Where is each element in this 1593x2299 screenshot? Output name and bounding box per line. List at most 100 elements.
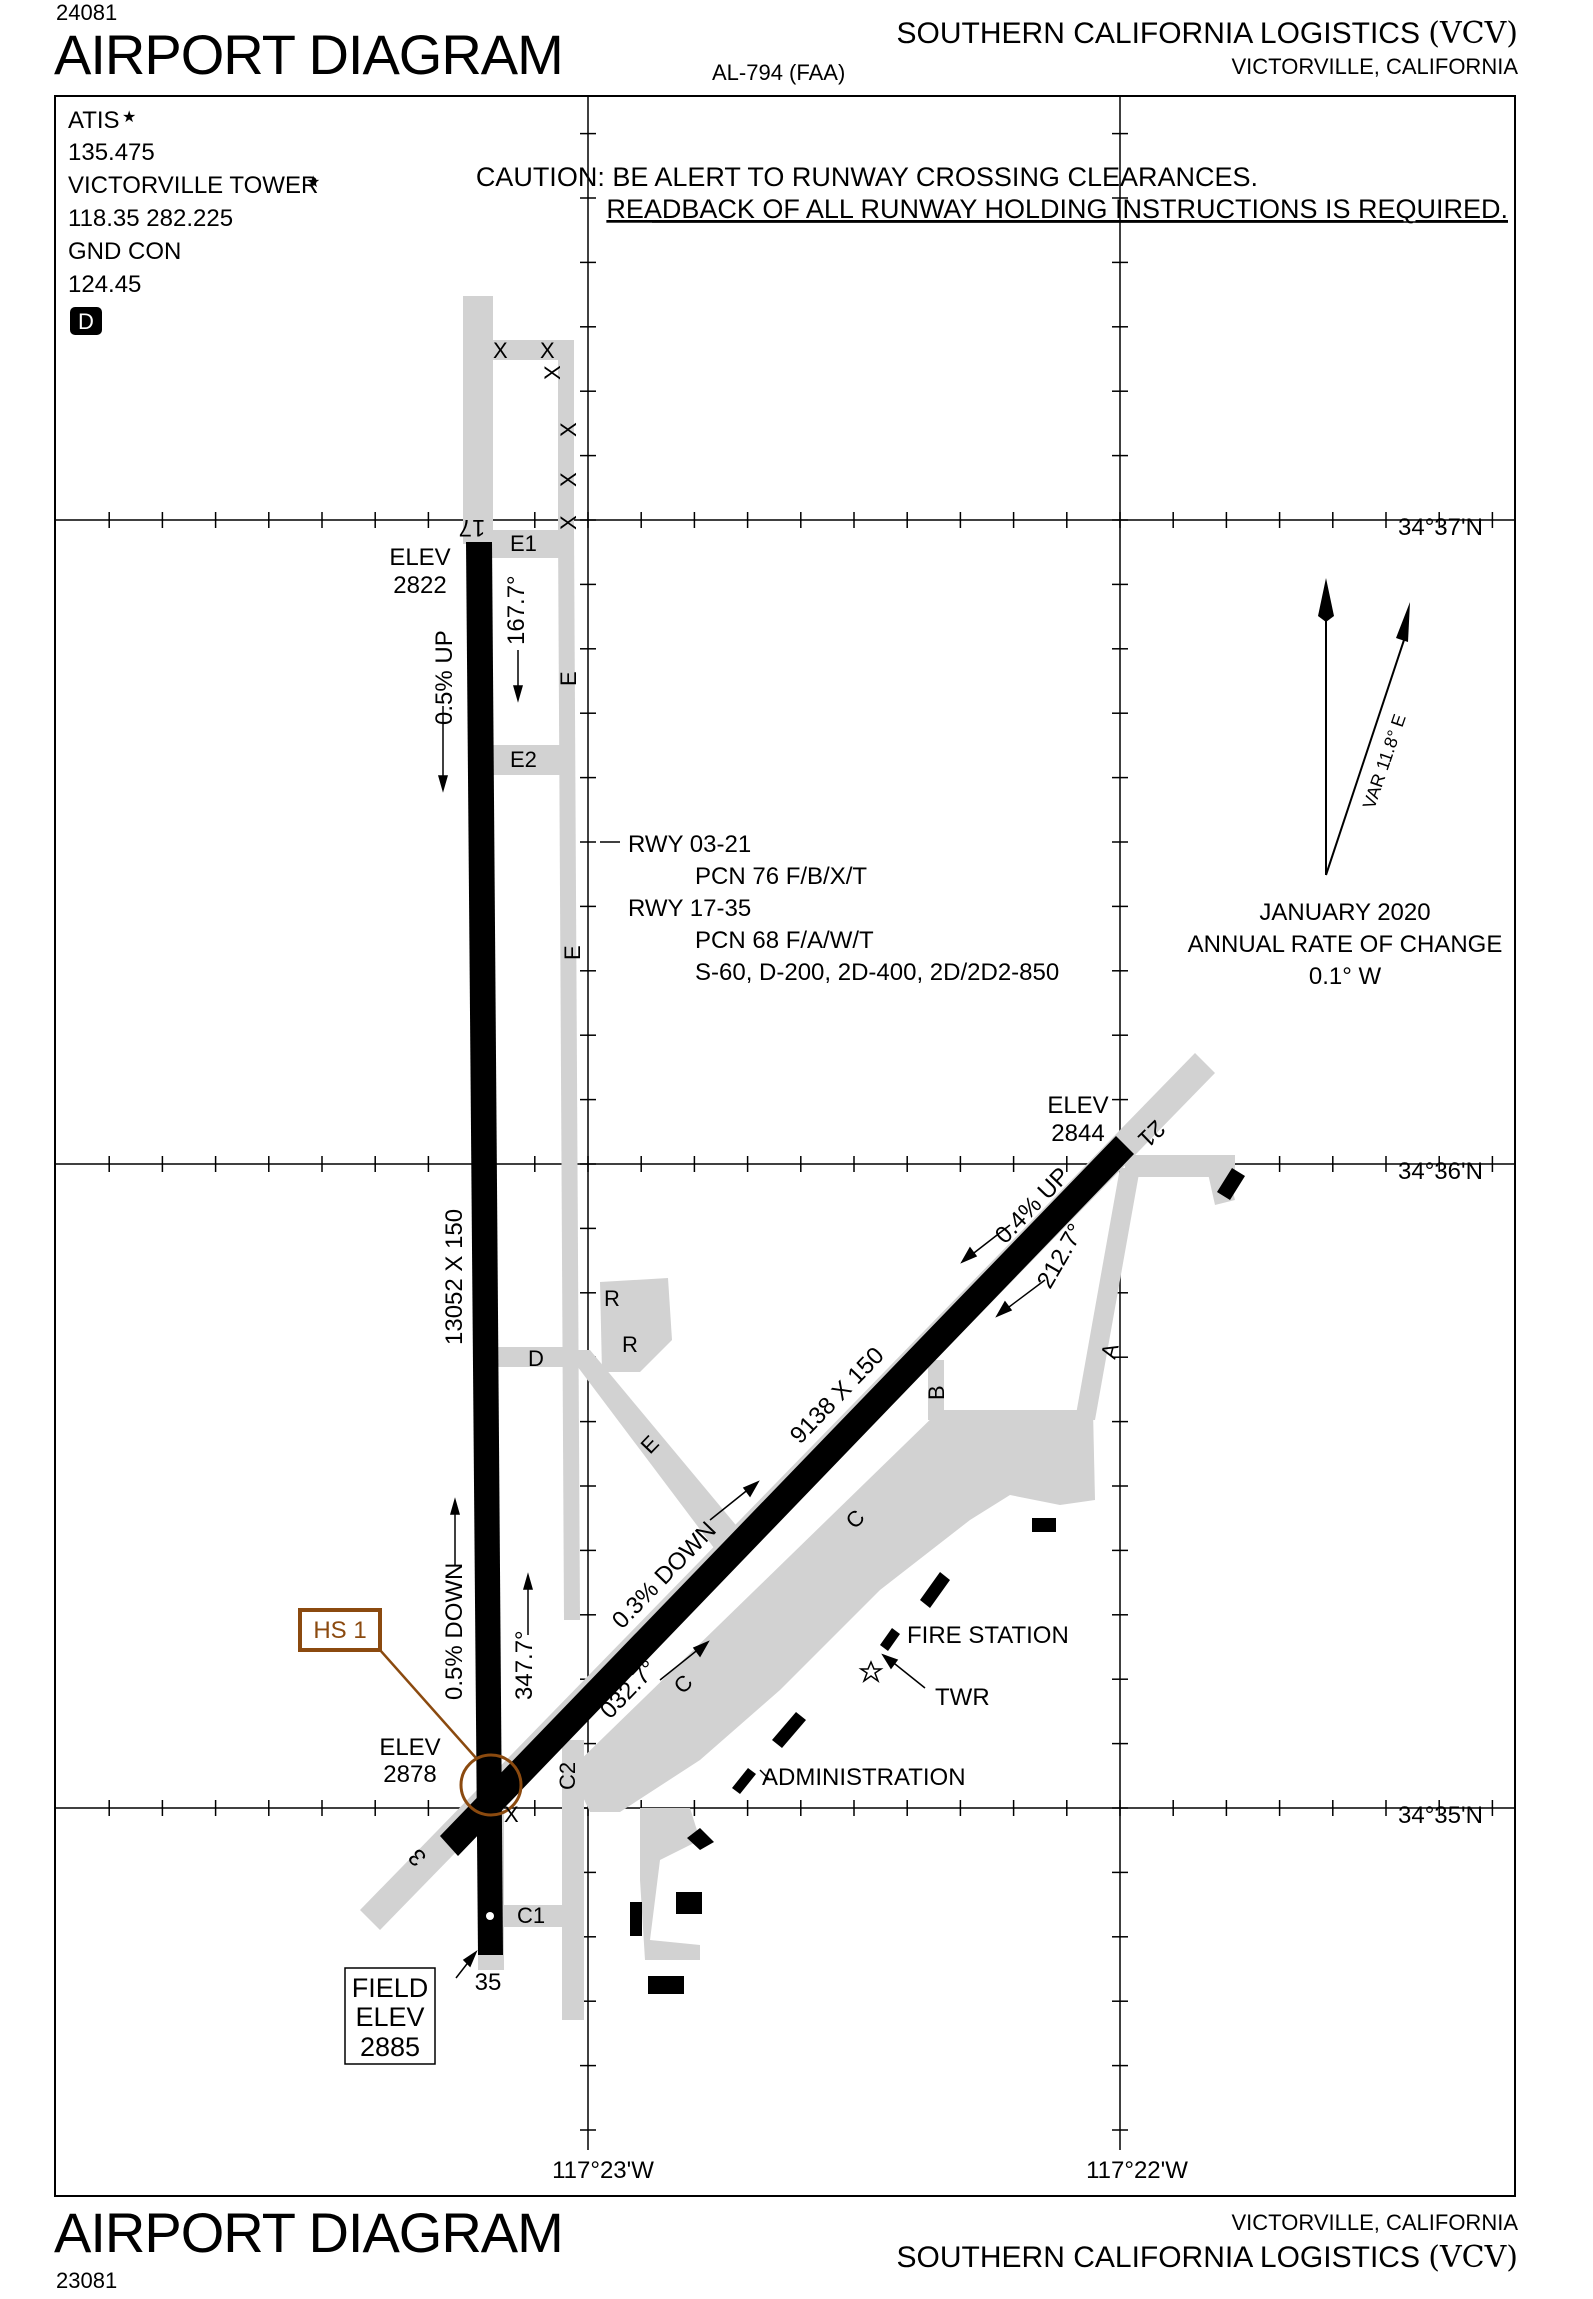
field-elev-value: 2885	[360, 2032, 420, 2062]
elevations: ELEV 2822 ELEV 2844 ELEV 2878 FIELD ELEV…	[344, 544, 1109, 2065]
taxiway-label-r1: R	[604, 1286, 620, 1311]
hotspot-label: HS 1	[313, 1617, 366, 1644]
tower-freq: 118.35 282.225	[68, 205, 233, 232]
arrow-slope-ne	[709, 1487, 751, 1521]
taxiway-label-a: A	[1096, 1340, 1124, 1361]
airport-name-text-bottom: SOUTHERN CALIFORNIA LOGISTICS	[896, 2241, 1420, 2274]
hotspot-box	[298, 1608, 382, 1652]
gnd-freq: 124.45	[68, 271, 141, 298]
coordinate-labels: 34°37'N 34°36'N 34°35'N 117°23'W 117°22'…	[552, 514, 1483, 2184]
doc-id: AL-794 (FAA)	[712, 60, 846, 85]
var-label: VAR 11.8° E	[1359, 712, 1410, 812]
taxiway-label-x5: X	[556, 472, 581, 487]
graticule-ticks	[108, 132, 1494, 2131]
taxiway-label-e-mid: E	[560, 945, 585, 960]
page-title-bottom: AIRPORT DIAGRAM	[54, 2201, 564, 2264]
taxiway-a	[1075, 1168, 1140, 1420]
arrow-field-elev-head	[462, 1949, 478, 1968]
arrow-heading-032	[659, 1647, 701, 1681]
magnetic-north-line	[1325, 639, 1405, 876]
building-labels: FIRE STATION TWR ADMINISTRATION	[762, 1622, 1069, 1791]
atis-freq: 135.475	[68, 139, 155, 166]
taxiway-r-pad	[600, 1278, 672, 1372]
taxiway-label-r2: R	[622, 1332, 638, 1357]
taxiway-label-x4: X	[556, 422, 581, 437]
taxiway-c2	[562, 1740, 584, 2020]
runway-35-heading: 347.7°	[511, 1630, 538, 1700]
city-state-top: VICTORVILLE, CALIFORNIA	[1231, 54, 1519, 79]
variation-rate-label: ANNUAL RATE OF CHANGE	[1188, 931, 1503, 958]
runway-03-21[interactable]	[440, 1136, 1134, 1856]
runway-17-35-dims: 13052 X 150	[441, 1209, 468, 1345]
building-c-east	[1032, 1518, 1056, 1532]
elev-17-label: ELEV	[389, 544, 450, 571]
elev-21-label: ELEV	[1047, 1092, 1108, 1119]
runway-17-35[interactable]	[466, 542, 503, 1955]
gnd-label: GND CON	[68, 238, 181, 265]
runway-17-slope: 0.5% UP	[431, 630, 458, 725]
arrow-heading-347-head	[523, 1572, 533, 1590]
apron-c	[570, 1410, 1095, 1812]
runway-end-35: 35	[475, 1969, 502, 1996]
arrow-twr-head	[881, 1653, 899, 1670]
atis-star-icon: ★	[122, 109, 136, 126]
true-north-arrowhead	[1318, 578, 1334, 622]
field-elev-box	[344, 1967, 436, 2065]
lon-label-11723: 117°23'W	[552, 2157, 654, 2184]
rwy-03-21-pcn: PCN 76 F/B/X/T	[695, 863, 867, 890]
rwy-03-21-label: RWY 03-21	[628, 831, 751, 858]
runways	[440, 542, 1134, 1955]
taxiway-e2	[490, 745, 565, 775]
building-ne	[1217, 1168, 1245, 1200]
arrow-slope-ne-head	[742, 1480, 760, 1498]
building-4	[676, 1892, 702, 1914]
arrow-slope-south-head	[450, 1497, 460, 1515]
airport-name-top: SOUTHERN CALIFORNIA LOGISTICS (VCV)	[897, 16, 1518, 51]
threshold-35-marker	[486, 1912, 494, 1920]
arrow-heading-032-head	[692, 1640, 710, 1658]
arrow-heading-212	[1004, 1279, 1046, 1311]
building-admin	[732, 1768, 756, 1794]
chart-number-bottom: 23081	[56, 2268, 118, 2293]
arrow-heading-167-head	[513, 685, 523, 703]
taxiway-e1	[490, 530, 565, 558]
hold-label-x: X	[504, 1802, 519, 1827]
arrow-slope-north-head	[438, 775, 448, 793]
south-apron	[640, 1808, 700, 1960]
elev-03-value: 2878	[383, 1761, 436, 1788]
building-3	[687, 1828, 714, 1850]
label-twr: TWR	[935, 1684, 990, 1711]
rwy17-overrun	[463, 296, 493, 544]
rwy-17-35-pcn: PCN 68 F/A/W/T	[695, 927, 874, 954]
caution-line-2: READBACK OF ALL RUNWAY HOLDING INSTRUCTI…	[606, 194, 1508, 224]
hotspot-leader	[379, 1649, 477, 1759]
taxiway-label-e-north: E	[556, 671, 581, 686]
tower-star-label-icon: ★	[306, 174, 320, 191]
airport-ident-bottom: (VCV)	[1428, 2240, 1518, 2275]
lat-label-3435: 34°35'N	[1398, 1802, 1483, 1829]
elev-21-value: 2844	[1051, 1120, 1104, 1147]
taxiway-e-diagonal	[565, 1350, 740, 1548]
taxiway-x-east	[558, 340, 574, 540]
field-elev-label-1: FIELD	[352, 1973, 429, 2003]
arrow-admin	[759, 1769, 771, 1781]
taxiway-labels: X X X X X X E1 E2 E E D R R E C C C2 C1 …	[493, 338, 1124, 1928]
taxiway-c1	[494, 1905, 564, 1927]
variation-rate: 0.1° W	[1309, 963, 1382, 990]
elev-17-value: 2822	[393, 572, 446, 599]
taxiway-label-x6: X	[556, 515, 581, 530]
slope-arrows	[438, 650, 1046, 1979]
caution-line-1: CAUTION: BE ALERT TO RUNWAY CROSSING CLE…	[476, 162, 1258, 192]
taxiway-label-x3: X	[540, 365, 565, 380]
taxiway-label-x1: X	[493, 338, 508, 363]
label-fire-station: FIRE STATION	[907, 1622, 1069, 1649]
airspace-class-badge	[70, 307, 102, 335]
runway-end-17: 17	[459, 514, 486, 541]
magnetic-north-arrowhead	[1396, 602, 1410, 642]
diagram-frame	[54, 95, 1516, 2197]
taxiway-label-e1: E1	[510, 531, 537, 556]
arrow-twr	[889, 1659, 926, 1689]
magnetic-variation: VAR 11.8° E	[1318, 578, 1410, 876]
arrow-slope-sw	[969, 1224, 1011, 1257]
